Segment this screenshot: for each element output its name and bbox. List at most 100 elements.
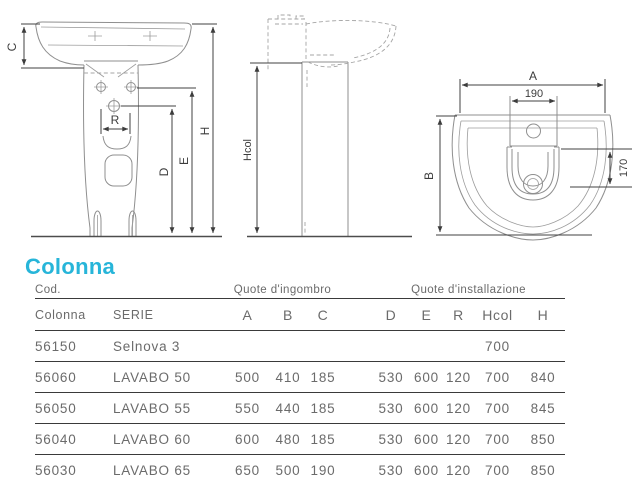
tap-hole-cross-icon — [143, 31, 157, 41]
cell-e: 600 — [410, 361, 444, 393]
cell-h — [521, 330, 566, 362]
cell-hcol: 700 — [474, 392, 522, 424]
cell-e: 600 — [410, 392, 444, 424]
cell-h: 850 — [530, 462, 556, 478]
table-row: 56050 LAVABO 55 550 440 185 530 600 120 … — [35, 392, 566, 424]
cell-hcol: 700 — [485, 462, 510, 478]
dimension-table: Cod. Quote d'ingombro Quote d'installazi… — [35, 281, 566, 480]
cell-d: 530 — [372, 392, 411, 424]
dim-label-190: 190 — [525, 88, 543, 100]
pedestal-outline — [83, 60, 139, 236]
table-row: 56150 Selnova 3 700 — [35, 330, 566, 362]
cell-c: 185 — [306, 361, 341, 393]
dim-label-e: E — [177, 157, 191, 165]
cell-a: 650 — [235, 462, 260, 478]
cell-serie: LAVABO 55 — [113, 392, 225, 424]
cell-h: 845 — [521, 392, 566, 424]
dim-h: H — [192, 23, 217, 234]
cell-a — [225, 330, 270, 362]
cell-serie: LAVABO 50 — [113, 361, 225, 393]
cell-c: 190 — [310, 462, 336, 478]
cell-r: 120 — [443, 423, 475, 455]
cell-b — [270, 330, 306, 362]
cell-a: 550 — [225, 392, 270, 424]
column-header-colonna: Colonna — [35, 298, 113, 331]
dim-hcol: Hcol — [242, 62, 302, 234]
dim-label-a: A — [529, 69, 537, 83]
spacer-cell — [340, 392, 373, 424]
cell-b: 440 — [270, 392, 306, 424]
column-header-a: A — [225, 298, 270, 331]
top-view-drawing: A 190 B 170 — [422, 69, 632, 241]
section-title: Colonna — [25, 254, 116, 279]
table-group-header-row: Cod. Quote d'ingombro Quote d'installazi… — [35, 281, 566, 299]
dim-label-b: B — [422, 172, 436, 180]
group-header-install: Quote d'installazione — [372, 281, 566, 299]
cell-cod: 56150 — [35, 330, 113, 362]
column-header-d: D — [372, 298, 411, 331]
washbasin-hidden-profile — [267, 14, 397, 235]
side-view-drawing: Hcol — [242, 14, 412, 238]
washbasin-plan-outline — [451, 96, 614, 241]
cell-cod: 56030 — [35, 462, 77, 478]
column-header-hcol: Hcol — [474, 298, 522, 331]
cell-d — [372, 330, 411, 362]
cell-e: 600 — [410, 423, 444, 455]
spacer-cell — [340, 361, 373, 393]
cell-serie: LAVABO 60 — [113, 423, 225, 455]
dim-label-r: R — [111, 113, 120, 127]
dim-b: B — [422, 115, 592, 236]
dim-label-c: C — [5, 42, 19, 51]
cell-cod: 56060 — [35, 361, 113, 393]
cell-d: 530 — [378, 462, 404, 478]
dim-label-170: 170 — [618, 159, 630, 177]
column-header-e: E — [410, 298, 444, 331]
cell-r — [443, 330, 475, 362]
pedestal-side-outline — [301, 61, 349, 236]
cell-cod: 56040 — [35, 423, 113, 455]
cell-hcol: 700 — [474, 330, 522, 362]
dim-d: D — [121, 105, 176, 234]
cell-b: 480 — [270, 423, 306, 455]
tap-hole-icon — [526, 123, 541, 139]
column-header-r: R — [443, 298, 475, 331]
spacer-cell — [340, 330, 373, 362]
cell-d: 530 — [372, 423, 411, 455]
cell-e: 600 — [414, 462, 439, 478]
table-row: 56030 LAVABO 65 650 500 190 530 600 120 … — [35, 455, 565, 480]
cell-e — [410, 330, 444, 362]
column-header-h: H — [521, 298, 566, 331]
cell-hcol: 700 — [474, 361, 522, 393]
overflow-channel-outline — [506, 146, 560, 201]
column-header-serie: SERIE — [113, 298, 225, 331]
cell-h: 840 — [521, 361, 566, 393]
washbasin-outline — [35, 21, 192, 66]
dim-label-d: D — [157, 167, 171, 176]
spacer-cell — [340, 281, 373, 299]
tap-hole-cross-icon — [88, 31, 102, 41]
cell-r: 120 — [443, 361, 475, 393]
column-header-b: B — [270, 298, 306, 331]
cell-serie: Selnova 3 — [113, 330, 225, 362]
corner-label: Cod. — [35, 281, 225, 299]
spacer-cell — [340, 455, 372, 480]
drain-hole-icon — [523, 174, 543, 194]
group-header-overall: Quote d'ingombro — [225, 281, 341, 299]
cell-serie: LAVABO 65 — [113, 462, 191, 478]
dim-a: A — [459, 69, 606, 113]
cell-r: 120 — [446, 462, 471, 478]
cell-h: 850 — [521, 423, 566, 455]
dim-label-hcol: Hcol — [242, 139, 254, 161]
table-row: 56060 LAVABO 50 500 410 185 530 600 120 … — [35, 361, 566, 393]
dim-170: 170 — [561, 148, 632, 188]
dim-r: R — [100, 109, 131, 134]
cell-hcol: 700 — [474, 423, 522, 455]
spacer-cell — [340, 423, 373, 455]
cell-a: 600 — [225, 423, 270, 455]
cell-cod: 56050 — [35, 392, 113, 424]
dim-label-h: H — [198, 127, 212, 136]
cell-d: 530 — [372, 361, 411, 393]
dim-c: C — [5, 23, 84, 69]
spacer-cell — [340, 298, 373, 331]
